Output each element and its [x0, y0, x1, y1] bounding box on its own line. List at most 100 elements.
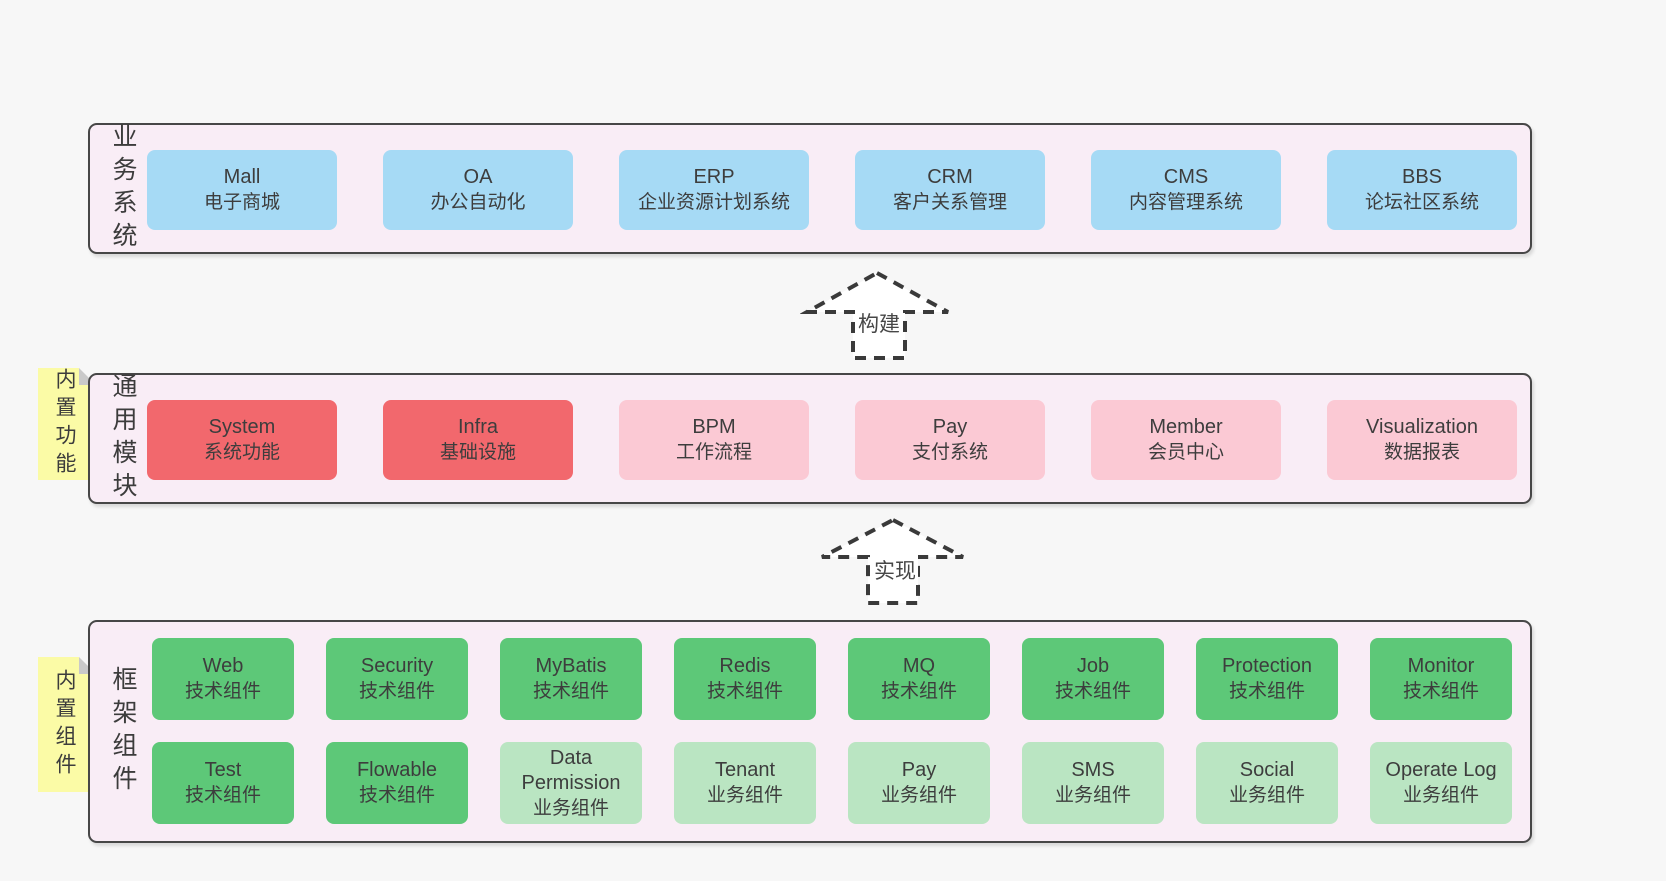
- box-title: CRM: [927, 166, 973, 188]
- box-title: Infra: [457, 416, 499, 438]
- components-box-row-2: Test 技术组件 Flowable 技术组件 Data Permission …: [152, 742, 1512, 824]
- box-subtitle: 技术组件: [532, 681, 609, 702]
- box-title: Social: [1239, 759, 1295, 781]
- box-protection: Protection 技术组件: [1196, 638, 1338, 720]
- box-operate-log: Operate Log 业务组件: [1370, 742, 1512, 824]
- box-title: CMS: [1163, 166, 1209, 188]
- box-subtitle: 系统功能: [203, 442, 280, 463]
- components-box-row-1: Web 技术组件 Security 技术组件 MyBatis 技术组件 Redi…: [152, 638, 1512, 720]
- box-subtitle: 技术组件: [358, 785, 435, 806]
- box-subtitle: 内容管理系统: [1128, 192, 1243, 213]
- box-oa: OA 办公自动化: [383, 150, 573, 230]
- box-cms: CMS 内容管理系统: [1091, 150, 1281, 230]
- box-subtitle: 业务组件: [880, 785, 957, 806]
- box-title: Operate Log: [1385, 759, 1497, 781]
- panel-business-label: 业务系统: [109, 122, 137, 255]
- box-title: ERP: [693, 166, 735, 188]
- box-title: OA: [463, 166, 493, 188]
- box-title: MyBatis: [535, 655, 607, 677]
- box-tenant: Tenant 业务组件: [674, 742, 816, 824]
- box-title: Redis: [719, 655, 771, 677]
- box-title: Protection: [1221, 655, 1313, 677]
- box-subtitle: 技术组件: [358, 681, 435, 702]
- box-mall: Mall 电子商城: [147, 150, 337, 230]
- box-bbs: BBS 论坛社区系统: [1327, 150, 1517, 230]
- box-subtitle: 数据报表: [1383, 442, 1460, 463]
- box-title: Security: [360, 655, 434, 677]
- panel-components-label: 框架组件: [109, 665, 137, 798]
- business-box-row: Mall 电子商城 OA 办公自动化 ERP 企业资源计划系统 CRM 客户关系…: [147, 150, 1517, 230]
- box-infra: Infra 基础设施: [383, 400, 573, 480]
- box-subtitle: 技术组件: [184, 785, 261, 806]
- modules-box-row: System 系统功能 Infra 基础设施 BPM 工作流程 Pay 支付系统…: [147, 400, 1517, 480]
- box-member: Member 会员中心: [1091, 400, 1281, 480]
- box-subtitle: 技术组件: [1402, 681, 1479, 702]
- panel-business-systems: 业务系统 Mall 电子商城 OA 办公自动化 ERP 企业资源计划系统 CRM…: [88, 122, 1532, 255]
- box-security: Security 技术组件: [326, 638, 468, 720]
- box-title: Monitor: [1407, 655, 1475, 677]
- box-subtitle: 办公自动化: [430, 192, 526, 213]
- box-subtitle: 技术组件: [880, 681, 957, 702]
- panel-modules-label: 通用模块: [109, 372, 137, 505]
- box-subtitle: 技术组件: [184, 681, 261, 702]
- box-monitor: Monitor 技术组件: [1370, 638, 1512, 720]
- box-test: Test 技术组件: [152, 742, 294, 824]
- box-social: Social 业务组件: [1196, 742, 1338, 824]
- box-subtitle: 会员中心: [1147, 442, 1224, 463]
- box-subtitle: 技术组件: [1054, 681, 1131, 702]
- sticky-note-label: 内置组件: [53, 668, 76, 781]
- box-title: Data Permission: [521, 746, 621, 794]
- box-title: System: [208, 416, 276, 438]
- box-redis: Redis 技术组件: [674, 638, 816, 720]
- box-title: Web: [202, 655, 244, 677]
- build-arrow: 构建: [800, 266, 956, 366]
- box-title: Job: [1076, 655, 1110, 677]
- box-subtitle: 企业资源计划系统: [637, 192, 790, 213]
- sticky-note-built-in-features: 内置功能: [38, 368, 96, 480]
- box-title: Tenant: [714, 759, 776, 781]
- box-title: Mall: [223, 166, 261, 188]
- box-title: Pay: [901, 759, 937, 781]
- box-mybatis: MyBatis 技术组件: [500, 638, 642, 720]
- box-subtitle: 技术组件: [706, 681, 783, 702]
- box-title: BPM: [692, 416, 736, 438]
- box-subtitle: 工作流程: [675, 442, 752, 463]
- box-subtitle: 基础设施: [439, 442, 516, 463]
- box-sms: SMS 业务组件: [1022, 742, 1164, 824]
- box-subtitle: 论坛社区系统: [1364, 192, 1479, 213]
- box-subtitle: 业务组件: [532, 797, 609, 819]
- box-subtitle: 业务组件: [706, 785, 783, 806]
- box-subtitle: 业务组件: [1402, 785, 1479, 806]
- box-title: BBS: [1401, 166, 1443, 188]
- box-title: Flowable: [356, 759, 438, 781]
- implement-arrow: 实现: [815, 513, 971, 613]
- box-title: Pay: [932, 416, 968, 438]
- sticky-note-label: 内置功能: [53, 368, 76, 480]
- panel-framework-components: 框架组件 Web 技术组件 Security 技术组件 MyBatis 技术组件…: [88, 620, 1532, 843]
- box-job: Job 技术组件: [1022, 638, 1164, 720]
- box-subtitle: 技术组件: [1228, 681, 1305, 702]
- box-subtitle: 电子商城: [203, 192, 280, 213]
- box-title: SMS: [1071, 759, 1115, 781]
- box-crm: CRM 客户关系管理: [855, 150, 1045, 230]
- build-arrow-label: 构建: [856, 308, 902, 338]
- box-bpm: BPM 工作流程: [619, 400, 809, 480]
- box-subtitle: 业务组件: [1228, 785, 1305, 806]
- box-subtitle: 客户关系管理: [892, 192, 1007, 213]
- box-title: Visualization: [1366, 416, 1478, 438]
- box-data-permission: Data Permission 业务组件: [500, 742, 642, 824]
- box-title: Test: [204, 759, 242, 781]
- box-subtitle: 业务组件: [1054, 785, 1131, 806]
- box-mq: MQ 技术组件: [848, 638, 990, 720]
- box-pay-business: Pay 业务组件: [848, 742, 990, 824]
- box-flowable: Flowable 技术组件: [326, 742, 468, 824]
- box-web: Web 技术组件: [152, 638, 294, 720]
- implement-arrow-label: 实现: [872, 555, 918, 585]
- box-subtitle: 支付系统: [911, 442, 988, 463]
- box-pay: Pay 支付系统: [855, 400, 1045, 480]
- panel-common-modules: 通用模块 System 系统功能 Infra 基础设施 BPM 工作流程 Pay…: [88, 372, 1532, 505]
- box-visualization: Visualization 数据报表: [1327, 400, 1517, 480]
- box-erp: ERP 企业资源计划系统: [619, 150, 809, 230]
- box-title: Member: [1149, 416, 1223, 438]
